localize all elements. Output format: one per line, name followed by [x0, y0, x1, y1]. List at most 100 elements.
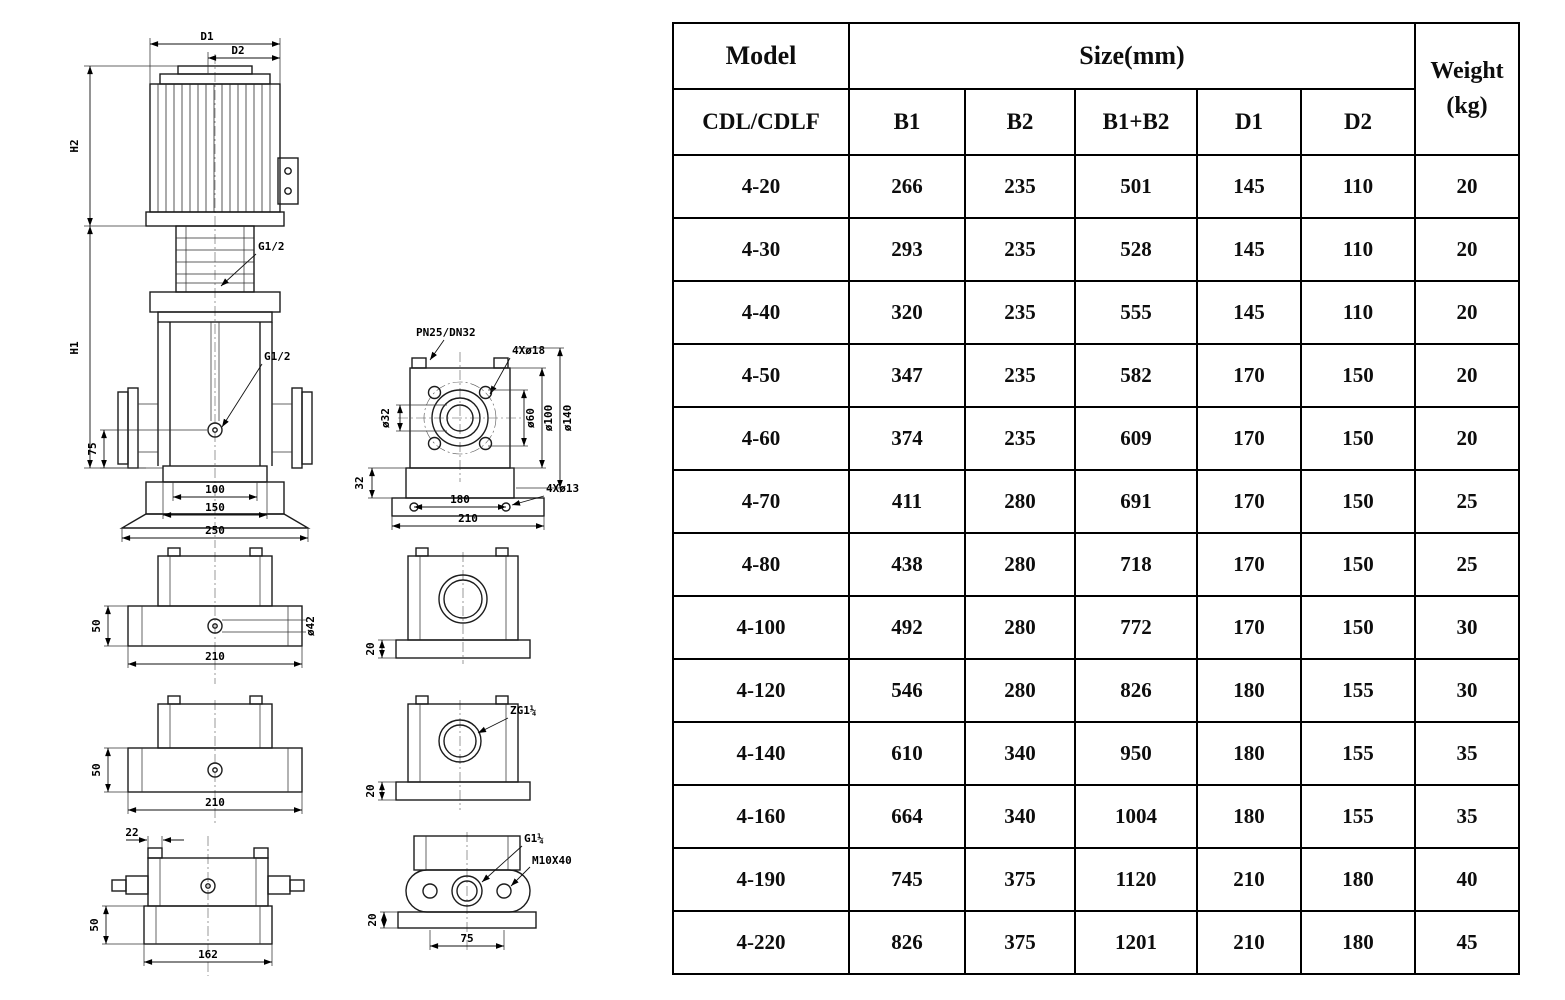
value-cell: 155	[1300, 658, 1416, 723]
dim-75: 75	[86, 442, 99, 455]
value-cell: 150	[1300, 343, 1416, 408]
port-view-3: G1¼ M10X40 20 75	[366, 832, 572, 952]
value-cell: 20	[1414, 343, 1520, 408]
model-cell: 4-120	[672, 658, 850, 723]
value-cell: 745	[848, 847, 966, 912]
value-cell: 826	[848, 910, 966, 975]
value-cell: 20	[1414, 280, 1520, 345]
base-view-1: 50 210 ø42	[90, 547, 317, 684]
value-cell: 180	[1196, 658, 1302, 723]
value-cell: 664	[848, 784, 966, 849]
header-model: Model	[672, 22, 850, 90]
value-cell: 235	[964, 343, 1076, 408]
value-cell: 1201	[1074, 910, 1198, 975]
header-b1b2: B1+B2	[1074, 88, 1198, 156]
value-cell: 145	[1196, 154, 1302, 219]
value-cell: 528	[1074, 217, 1198, 282]
value-cell: 293	[848, 217, 966, 282]
label-g114-thread: G1¼	[524, 832, 544, 845]
dim-20-view1: 20	[364, 642, 377, 655]
value-cell: 30	[1414, 658, 1520, 723]
value-cell: 170	[1196, 469, 1302, 534]
dim-50-view3: 50	[88, 918, 101, 931]
value-cell: 411	[848, 469, 966, 534]
value-cell: 950	[1074, 721, 1198, 786]
value-cell: 35	[1414, 784, 1520, 849]
value-cell: 546	[848, 658, 966, 723]
value-cell: 610	[848, 721, 966, 786]
dim-210-view2: 210	[205, 796, 225, 809]
value-cell: 110	[1300, 154, 1416, 219]
value-cell: 180	[1196, 721, 1302, 786]
header-weight-line1: Weight	[1430, 58, 1504, 85]
label-4x13-holes: 4Xø13	[546, 482, 579, 495]
value-cell: 40	[1414, 847, 1520, 912]
header-b2: B2	[964, 88, 1076, 156]
dim-dia60: ø60	[524, 408, 537, 428]
dim-h1: H1	[68, 341, 81, 355]
value-cell: 280	[964, 469, 1076, 534]
value-cell: 375	[964, 910, 1076, 975]
dim-dia42: ø42	[304, 616, 317, 636]
value-cell: 492	[848, 595, 966, 660]
value-cell: 210	[1196, 910, 1302, 975]
value-cell: 609	[1074, 406, 1198, 471]
value-cell: 150	[1300, 406, 1416, 471]
value-cell: 691	[1074, 469, 1198, 534]
value-cell: 155	[1300, 721, 1416, 786]
dim-100: 100	[205, 483, 225, 496]
value-cell: 374	[848, 406, 966, 471]
value-cell: 235	[964, 217, 1076, 282]
spec-table: Model Size(mm) Weight (kg) CDL/CDLF B1 B…	[672, 22, 1520, 975]
dim-20-view2: 20	[364, 784, 377, 797]
value-cell: 110	[1300, 217, 1416, 282]
dim-250: 250	[205, 524, 225, 537]
base-view-3: 22 50 162	[88, 826, 305, 976]
dim-162: 162	[198, 948, 218, 961]
value-cell: 280	[964, 532, 1076, 597]
dim-d1: D1	[200, 30, 214, 43]
value-cell: 170	[1196, 406, 1302, 471]
value-cell: 280	[964, 595, 1076, 660]
port-view-1: 20	[364, 547, 531, 664]
model-cell: 4-20	[672, 154, 850, 219]
model-cell: 4-80	[672, 532, 850, 597]
value-cell: 145	[1196, 280, 1302, 345]
value-cell: 235	[964, 154, 1076, 219]
header-weight: Weight (kg)	[1414, 22, 1520, 156]
value-cell: 45	[1414, 910, 1520, 975]
value-cell: 150	[1300, 469, 1416, 534]
header-b1: B1	[848, 88, 966, 156]
value-cell: 180	[1300, 910, 1416, 975]
value-cell: 438	[848, 532, 966, 597]
technical-drawing: D1 D2 H2 H1 75 G1/2 G1/2 100 150 250	[68, 30, 579, 976]
value-cell: 320	[848, 280, 966, 345]
value-cell: 30	[1414, 595, 1520, 660]
spec-table-head: Model Size(mm) Weight (kg) CDL/CDLF B1 B…	[672, 22, 1520, 156]
value-cell: 170	[1196, 595, 1302, 660]
value-cell: 20	[1414, 406, 1520, 471]
label-g12-lower: G1/2	[264, 350, 291, 363]
label-m10x40-bolt: M10X40	[532, 854, 572, 867]
value-cell: 555	[1074, 280, 1198, 345]
model-cell: 4-140	[672, 721, 850, 786]
label-4x18-holes: 4Xø18	[512, 344, 545, 357]
value-cell: 180	[1196, 784, 1302, 849]
model-cell: 4-40	[672, 280, 850, 345]
dim-dia32: ø32	[379, 408, 392, 428]
value-cell: 1120	[1074, 847, 1198, 912]
value-cell: 180	[1300, 847, 1416, 912]
header-d2: D2	[1300, 88, 1416, 156]
dim-h2: H2	[68, 139, 81, 152]
value-cell: 110	[1300, 280, 1416, 345]
header-size: Size(mm)	[848, 22, 1416, 90]
value-cell: 20	[1414, 154, 1520, 219]
